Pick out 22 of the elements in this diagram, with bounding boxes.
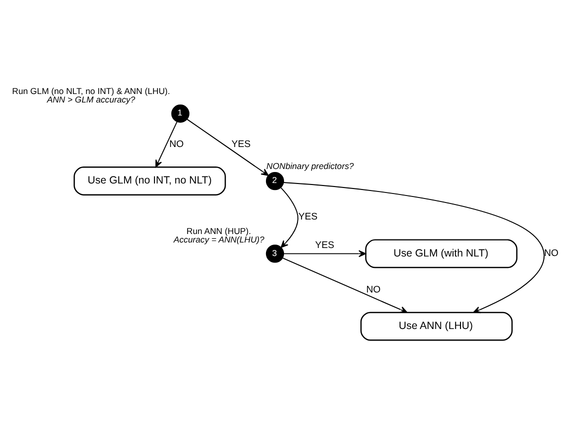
node-label: Run GLM (no NLT, no INT) & ANN (LHU). <box>12 86 170 96</box>
node-box: Use ANN (LHU) <box>360 312 513 341</box>
edge-label: NO <box>544 248 558 260</box>
edge-label: NO <box>366 284 381 296</box>
node-circle: 3 <box>266 244 284 263</box>
arrow <box>186 118 269 176</box>
edge-label: YES <box>298 212 318 223</box>
node-box: Use GLM (with NLT) <box>365 239 518 268</box>
node-label: Run ANN (HUP). <box>186 226 252 236</box>
edge-label: YES <box>315 240 334 251</box>
node-circle: 2 <box>266 172 284 190</box>
node-label: ANN > GLM accuracy? <box>47 94 136 104</box>
arrow <box>283 182 544 314</box>
arrow <box>283 250 366 258</box>
arrow <box>155 121 178 168</box>
node-circle: 1 <box>171 104 190 123</box>
node-label: NONbinary predictors? <box>266 160 354 171</box>
edge-label: YES <box>231 139 251 150</box>
node-box: Use GLM (no INT, no NLT) <box>74 166 226 196</box>
arrow <box>280 187 298 248</box>
arrow <box>282 258 408 313</box>
edge-label: NO <box>169 139 184 150</box>
